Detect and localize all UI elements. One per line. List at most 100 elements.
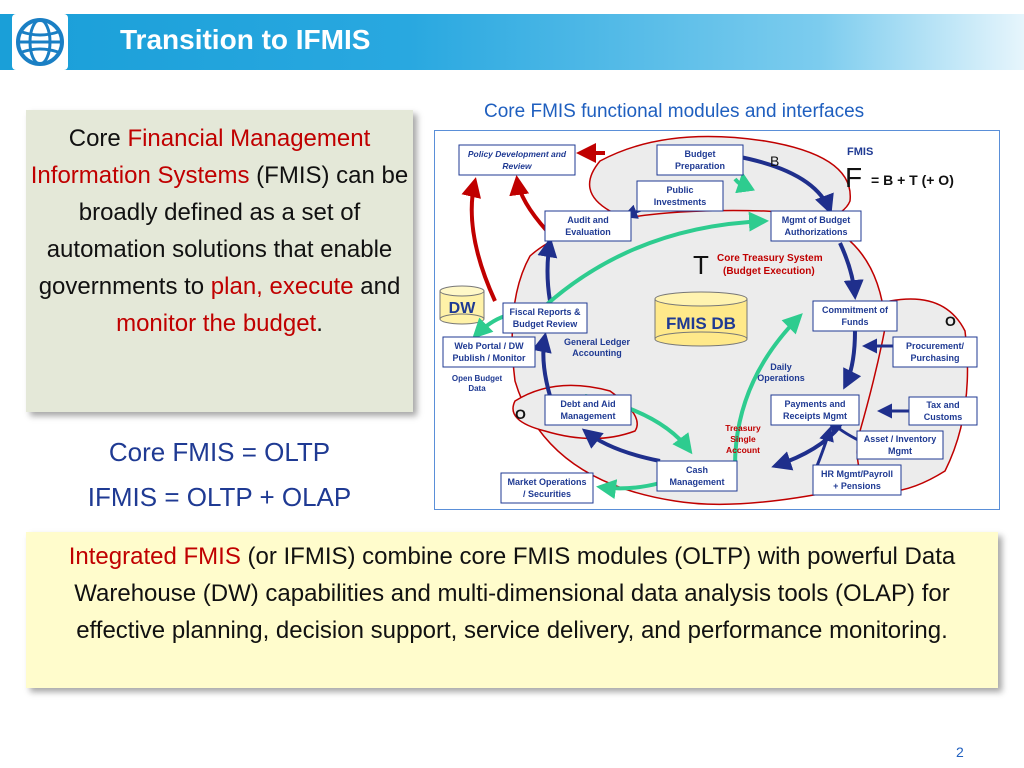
label-open-budget: Open Budget [452, 374, 503, 383]
page-number: 2 [956, 744, 964, 760]
module-tax-customs: Tax and Customs [908, 396, 978, 426]
module-fiscal-line2: Budget Review [513, 319, 579, 329]
arrow-mgmt-to-commit [838, 242, 864, 300]
module-fiscal-reports: Fiscal Reports & Budget Review [502, 302, 588, 334]
arrow-cash-to-commit [733, 313, 803, 467]
module-debt-line2: Management [560, 411, 615, 421]
label-account: Account [726, 445, 760, 455]
arrow-debt-to-fiscal [532, 332, 552, 397]
module-commitment: Commitment of Funds [812, 300, 898, 332]
label-single: Single [730, 434, 756, 444]
module-mgmt-authorizations: Mgmt of Budget Authorizations [770, 210, 862, 242]
module-debt-aid: Debt and Aid Management [544, 394, 632, 426]
module-asset-line1: Asset / Inventory [864, 434, 937, 444]
ifmis-summary-box: Integrated FMIS (or IFMIS) combine core … [26, 532, 998, 688]
definition-text-2: (FMIS) can be broadly defined as a set o… [38, 162, 409, 300]
module-public-line1: Public [666, 185, 693, 195]
label-o-left: O [515, 406, 526, 422]
dw-label: DW [449, 300, 477, 317]
diagram-caption: Core FMIS functional modules and interfa… [484, 101, 865, 122]
module-audit: Audit and Evaluation [544, 210, 632, 242]
slide-title: Transition to IFMIS [120, 24, 371, 55]
legend-formula: = B + T (+ O) [871, 172, 954, 188]
module-asset-inventory: Asset / Inventory Mgmt [856, 430, 944, 460]
module-mgmt-line1: Mgmt of Budget [782, 215, 850, 225]
module-market-operations: Market Operations / Securities [500, 472, 594, 504]
label-b: B [770, 153, 779, 169]
module-hr-line1: HR Mgmt/Payroll [821, 469, 893, 479]
definition-box: Core Financial Management Information Sy… [26, 110, 413, 412]
module-mgmt-line2: Authorizations [785, 227, 848, 237]
label-general-ledger: General Ledger [564, 337, 631, 347]
arrow-fiscal-to-audit [537, 237, 558, 302]
label-o-right: O [945, 313, 956, 329]
label-budget-execution: (Budget Execution) [723, 266, 815, 277]
module-public-investments: Public Investments [636, 180, 724, 212]
definition-text-3: and [353, 273, 401, 300]
module-web-line1: Web Portal / DW [454, 341, 524, 351]
label-accounting: Accounting [572, 348, 622, 358]
module-commit-line2: Funds [842, 317, 869, 327]
module-web-line2: Publish / Monitor [453, 353, 526, 363]
arrow-cash-to-debt [581, 428, 661, 463]
module-policy: Policy Development and Review [458, 144, 576, 176]
definition-text-4: . [316, 310, 323, 337]
legend-fmis: FMIS [847, 146, 873, 158]
fmis-db-cylinder: FMIS DB [654, 291, 748, 347]
module-budget-line1: Budget [685, 149, 716, 159]
fmis-module-diagram: DW FMIS DB Policy Development and Review… [434, 130, 1000, 510]
module-audit-line1: Audit and [567, 215, 609, 225]
title-bar [0, 14, 1024, 70]
label-treasury: Treasury [725, 423, 761, 433]
module-proc-line2: Purchasing [910, 353, 959, 363]
module-pay-line2: Receipts Mgmt [783, 411, 847, 421]
globe-logo-icon [12, 14, 68, 70]
module-market-line1: Market Operations [507, 477, 586, 487]
module-cash-line2: Management [669, 477, 724, 487]
summary-text: (or IFMIS) combine core FMIS modules (OL… [74, 543, 956, 644]
label-core-treasury: Core Treasury System [717, 253, 823, 264]
label-t: T [693, 250, 709, 280]
module-policy-line1: Policy Development and [468, 149, 567, 159]
arrow-fiscal-to-mgmt [543, 211, 769, 308]
module-asset-line2: Mgmt [888, 446, 912, 456]
arrow-fiscal-to-web [472, 314, 506, 339]
definition-highlight-fmis: Financial Management Information Systems [30, 125, 371, 189]
core-fmis-equation: Core FMIS = OLTP [108, 437, 331, 467]
definition-text-1: Core [68, 125, 128, 152]
arrow-commit-to-payments [843, 330, 862, 390]
diagram-svg: DW FMIS DB Policy Development and Review… [439, 135, 978, 506]
module-tax-line1: Tax and [926, 400, 959, 410]
module-debt-line1: Debt and Aid [560, 399, 615, 409]
module-audit-line2: Evaluation [565, 227, 611, 237]
module-commit-line1: Commitment of [822, 305, 889, 315]
module-tax-line2: Customs [924, 412, 963, 422]
arrow-cash-to-market [596, 479, 661, 500]
module-payments: Payments and Receipts Mgmt [770, 394, 860, 426]
label-open-data: Data [468, 384, 486, 393]
module-cash-management: Cash Management [656, 460, 738, 492]
dw-cylinder: DW [439, 285, 485, 325]
fmis-db-label: FMIS DB [666, 314, 736, 333]
summary-highlight: Integrated FMIS [68, 543, 241, 570]
module-market-line2: / Securities [523, 489, 571, 499]
module-fiscal-line1: Fiscal Reports & [509, 307, 581, 317]
module-proc-line1: Procurement/ [906, 341, 965, 351]
module-pay-line1: Payments and [784, 399, 845, 409]
module-procurement: Procurement/ Purchasing [892, 336, 978, 368]
ifmis-equation: IFMIS = OLTP + OLAP [87, 482, 352, 512]
module-hr-payroll: HR Mgmt/Payroll + Pensions [812, 464, 902, 496]
definition-highlight-monitor: monitor the budget [116, 310, 317, 337]
arrow-budget-to-mgmt [734, 154, 834, 215]
module-cash-line1: Cash [686, 465, 708, 475]
arrow-public-to-budget [733, 172, 756, 194]
definition-highlight-plan: plan, execute [210, 273, 354, 300]
module-public-line2: Investments [654, 197, 707, 207]
arrow-fiscal-to-policy [461, 177, 497, 302]
arrow-audit-to-policy [509, 175, 549, 233]
module-hr-line2: + Pensions [833, 481, 881, 491]
module-budget-line2: Preparation [675, 161, 725, 171]
legend-f: F [845, 162, 862, 193]
module-policy-line2: Review [502, 161, 533, 171]
label-operations: Operations [757, 373, 805, 383]
